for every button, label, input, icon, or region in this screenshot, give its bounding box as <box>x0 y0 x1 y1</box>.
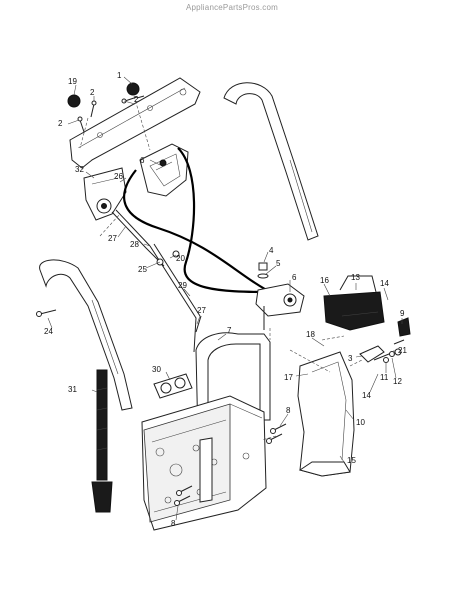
callout-4: 4 <box>269 246 274 255</box>
control-rods <box>111 209 202 353</box>
callout-26: 26 <box>114 172 123 181</box>
callout-6a: 6 <box>140 156 145 165</box>
callout-18: 18 <box>306 330 315 339</box>
knob-1 <box>126 82 140 96</box>
clamp-30 <box>153 373 193 399</box>
callout-29: 29 <box>178 281 187 290</box>
cable-1 <box>177 147 269 294</box>
right-handle <box>223 82 319 241</box>
callout-6b: 6 <box>292 273 297 282</box>
callout-7: 7 <box>227 326 232 335</box>
chute-crank-housing <box>139 143 189 197</box>
callout-31: 31 <box>68 385 77 394</box>
lower-bracket <box>83 167 127 221</box>
callout-20: 20 <box>176 254 185 263</box>
chute-deflector <box>323 275 385 331</box>
upper-handle-bracket <box>69 77 201 169</box>
bolts-8-right <box>266 423 287 444</box>
callout-2b: 2 <box>58 119 63 128</box>
callout-8a: 8 <box>286 406 291 415</box>
callout-10: 10 <box>356 418 365 427</box>
callout-12: 12 <box>393 377 402 386</box>
callout-17: 17 <box>284 373 293 382</box>
callout-16: 16 <box>320 276 329 285</box>
callout-28: 28 <box>130 240 139 249</box>
callout-1: 1 <box>117 71 122 80</box>
callout-24: 24 <box>44 327 53 336</box>
callout-27b: 27 <box>197 306 206 315</box>
bolt-24 <box>39 309 57 315</box>
knob-19 <box>67 94 81 108</box>
callout-labels: 1 2 2 2 3 4 5 6 6 7 8 8 9 10 11 12 13 14… <box>44 71 407 528</box>
callout-9: 9 <box>400 309 405 318</box>
leader-lines <box>47 76 403 521</box>
callout-11: 11 <box>380 373 389 382</box>
callout-14a: 14 <box>380 279 389 288</box>
cable-bracket <box>255 283 305 330</box>
callout-27a: 27 <box>108 234 117 243</box>
cable-2 <box>123 169 275 295</box>
left-lower-handle <box>39 259 133 411</box>
callout-14b: 14 <box>362 391 371 400</box>
callout-2a: 2 <box>90 88 95 97</box>
auger-shaft <box>91 369 113 513</box>
bolts-2 <box>77 95 145 133</box>
assembly-lines <box>79 95 363 441</box>
callout-21: 21 <box>398 346 407 355</box>
bolts-8-lower <box>174 485 193 506</box>
callout-2c: 2 <box>134 95 139 104</box>
pivot-parts <box>359 345 395 363</box>
callout-19: 19 <box>68 77 77 86</box>
callout-3: 3 <box>348 354 353 363</box>
callout-25: 25 <box>138 265 147 274</box>
callout-32: 32 <box>75 165 84 174</box>
callout-13: 13 <box>351 273 360 282</box>
spring-9 <box>393 317 411 356</box>
watermark: AppliancePartsPros.com <box>186 3 278 12</box>
callout-5: 5 <box>276 259 281 268</box>
callout-30: 30 <box>152 365 161 374</box>
nut-4 <box>257 262 269 279</box>
callout-8b: 8 <box>171 519 176 528</box>
callout-15: 15 <box>347 456 356 465</box>
discharge-chute <box>297 351 355 477</box>
panel-strap <box>199 437 213 503</box>
